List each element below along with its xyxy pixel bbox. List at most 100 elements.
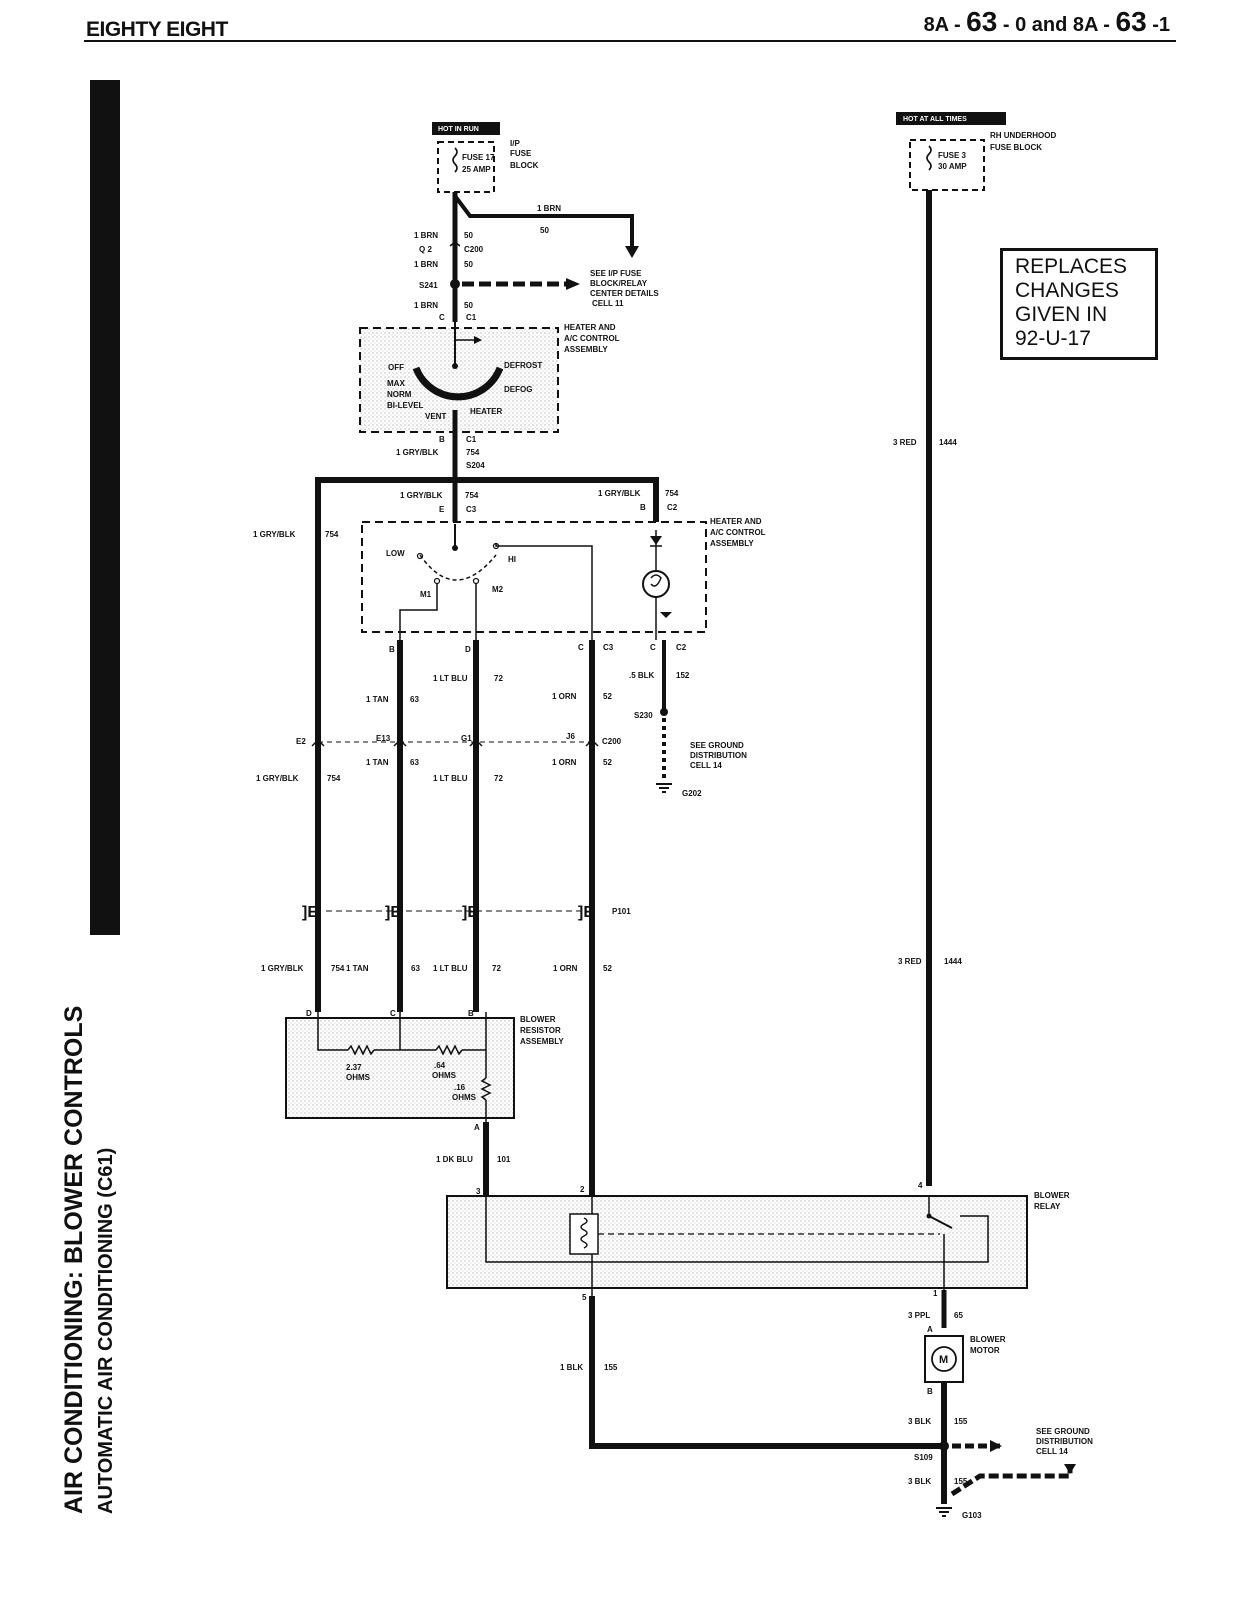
underhood-fuse-outline — [909, 139, 985, 191]
arrow-right-ip — [566, 278, 580, 290]
wire-label: 1 GRY/BLK — [256, 774, 299, 783]
blower-switch-arc — [419, 554, 497, 581]
connector-label: C1 — [466, 313, 477, 322]
connector-pin: E — [439, 505, 445, 514]
mode-norm: NORM — [387, 390, 412, 399]
relay-pin: 4 — [918, 1181, 923, 1190]
circuit-label: 65 — [954, 1311, 963, 1320]
wire-blk-156 — [589, 1296, 944, 1449]
resistor-pin: C — [390, 1009, 396, 1018]
ip-fuse-line3: BLOCK — [510, 161, 539, 170]
connector-pin: C — [650, 643, 656, 652]
wire-label: 3 RED — [893, 438, 917, 447]
underhood-line1: RH UNDERHOOD — [990, 131, 1056, 140]
relay-line2: RELAY — [1034, 1202, 1061, 1211]
connector-pin: C — [578, 643, 584, 652]
wire-label: 3 BLK — [908, 1477, 931, 1486]
fuse-block-outline — [437, 141, 495, 193]
replaces-notice: REPLACES CHANGES GIVEN IN 92-U-17 — [1000, 248, 1158, 360]
arrow-right-ground — [990, 1440, 1002, 1452]
mode-max: MAX — [387, 379, 405, 388]
circuit-label: 754 — [465, 491, 479, 500]
motor-symbol-letter: M — [939, 1354, 948, 1366]
wire-label: 1 LT BLU — [433, 964, 468, 973]
circuit-label: 101 — [497, 1155, 511, 1164]
splice-label: S230 — [634, 711, 653, 720]
circuit-label: 754 — [466, 448, 480, 457]
page-num-b: 63 — [1115, 6, 1147, 37]
connector-pin: D — [465, 645, 471, 654]
wire-label: 1 GRY/BLK — [400, 491, 443, 500]
splice-s241 — [450, 279, 460, 289]
underhood-line2: FUSE BLOCK — [990, 143, 1042, 152]
mode-control-assembly — [359, 327, 559, 433]
motor-line2: MOTOR — [970, 1346, 1000, 1355]
circuit-label: 50 — [464, 260, 473, 269]
assembly-line1: HEATER AND — [710, 517, 762, 526]
connector-pin: C — [439, 313, 445, 322]
see-ip-line3: CENTER DETAILS — [590, 289, 659, 298]
hot-in-run-tag — [432, 122, 500, 135]
connector-pin: E13 — [376, 734, 391, 743]
assembly-line1: HEATER AND — [564, 323, 616, 332]
resistor-064-symbol — [435, 1044, 463, 1056]
circuit-label: 63 — [411, 964, 420, 973]
lamp-icon — [642, 570, 670, 598]
page-number: 8A - 63 - 0 and 8A - 63 -1 — [924, 6, 1170, 38]
fuse-17-symbol — [452, 147, 458, 173]
circuit-label: 72 — [492, 964, 501, 973]
wire-label: 1 GRY/BLK — [598, 489, 641, 498]
connector-label: C3 — [466, 505, 477, 514]
connector-pin: E2 — [296, 737, 306, 746]
circuit-label: 52 — [603, 964, 612, 973]
wire-label: 1 BLK — [560, 1363, 583, 1372]
fuse17-line1: FUSE 17 — [462, 153, 495, 162]
motor-pin: A — [927, 1325, 933, 1334]
fuse3-line1: FUSE 3 — [938, 151, 967, 160]
fuse-3-symbol — [926, 145, 932, 171]
switch-hi-label: HI — [508, 555, 516, 564]
wire-label: 3 BLK — [908, 1417, 931, 1426]
see-ground-line3: CELL 14 — [690, 761, 722, 770]
connector-g1-symbol — [469, 738, 483, 747]
fuse17-line2: 25 AMP — [462, 165, 491, 174]
switch-m1-label: M1 — [420, 590, 432, 599]
assembly-line3: ASSEMBLY — [710, 539, 754, 548]
relay-contact-arm — [928, 1215, 953, 1229]
connector-label: C2 — [667, 503, 678, 512]
mode-vent: VENT — [425, 412, 446, 421]
circuit-label: 754 — [327, 774, 341, 783]
resistor-pin: D — [306, 1009, 312, 1018]
circuit-label: 155 — [954, 1477, 968, 1486]
ohm2-unit: OHMS — [432, 1071, 457, 1080]
manual-section-title: EIGHTY EIGHT — [86, 18, 228, 41]
circuit-label: 1444 — [944, 957, 962, 966]
splice-label: S204 — [466, 461, 485, 470]
wire-label: 1 ORN — [552, 758, 577, 767]
ground-label: G202 — [682, 789, 702, 798]
mode-bilevel: BI-LEVEL — [387, 401, 424, 410]
connector-c200-symbol — [449, 241, 461, 247]
wire-label: 1 GRY/BLK — [261, 964, 304, 973]
circuit-label: 754 — [325, 530, 339, 539]
ip-fuse-line1: I/P — [510, 139, 520, 148]
switch-contact-m2 — [472, 577, 480, 585]
relay-coil-winding — [580, 1217, 588, 1249]
motor-pin: B — [927, 1387, 933, 1396]
relay-pin: 3 — [476, 1187, 481, 1196]
connector-pin: Q 2 — [419, 245, 432, 254]
wire-gry-blk-bus — [315, 477, 659, 908]
fuse3-line2: 30 AMP — [938, 162, 967, 171]
connector-pin: G1 — [461, 734, 472, 743]
splice-label: S109 — [914, 1453, 933, 1462]
see-ip-line4: CELL 11 — [592, 299, 624, 308]
switch-low-label: LOW — [386, 549, 405, 558]
wire-label: 1 ORN — [553, 964, 578, 973]
mode-off: OFF — [388, 363, 404, 372]
wire-label: 1 BRN — [414, 260, 438, 269]
assembly-line2: A/C CONTROL — [710, 528, 766, 537]
arrow-down-ground — [1064, 1464, 1076, 1474]
see-ip-line1: SEE I/P FUSE — [590, 269, 642, 278]
circuit-label: 52 — [603, 758, 612, 767]
switch-m2-label: M2 — [492, 585, 504, 594]
